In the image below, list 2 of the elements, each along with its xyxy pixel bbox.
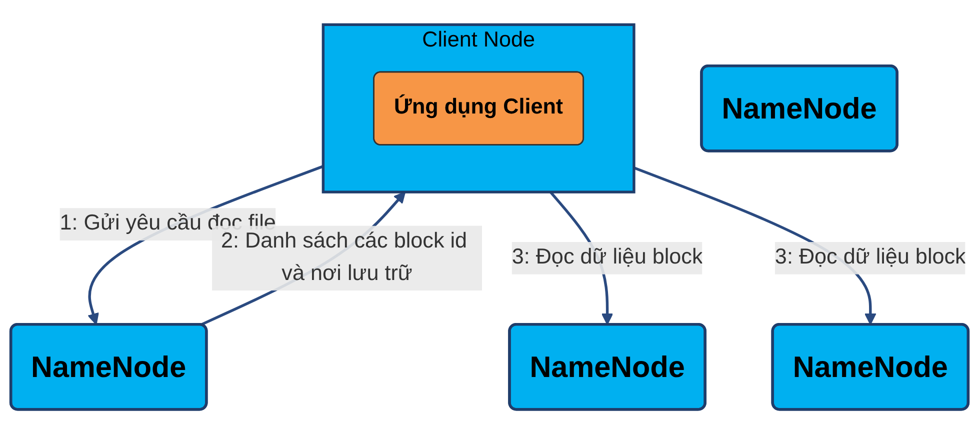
edge-label: 3: Đọc dữ liệu block: [512, 246, 703, 269]
edge-label: 3: Đọc dữ liệu block: [774, 246, 966, 269]
